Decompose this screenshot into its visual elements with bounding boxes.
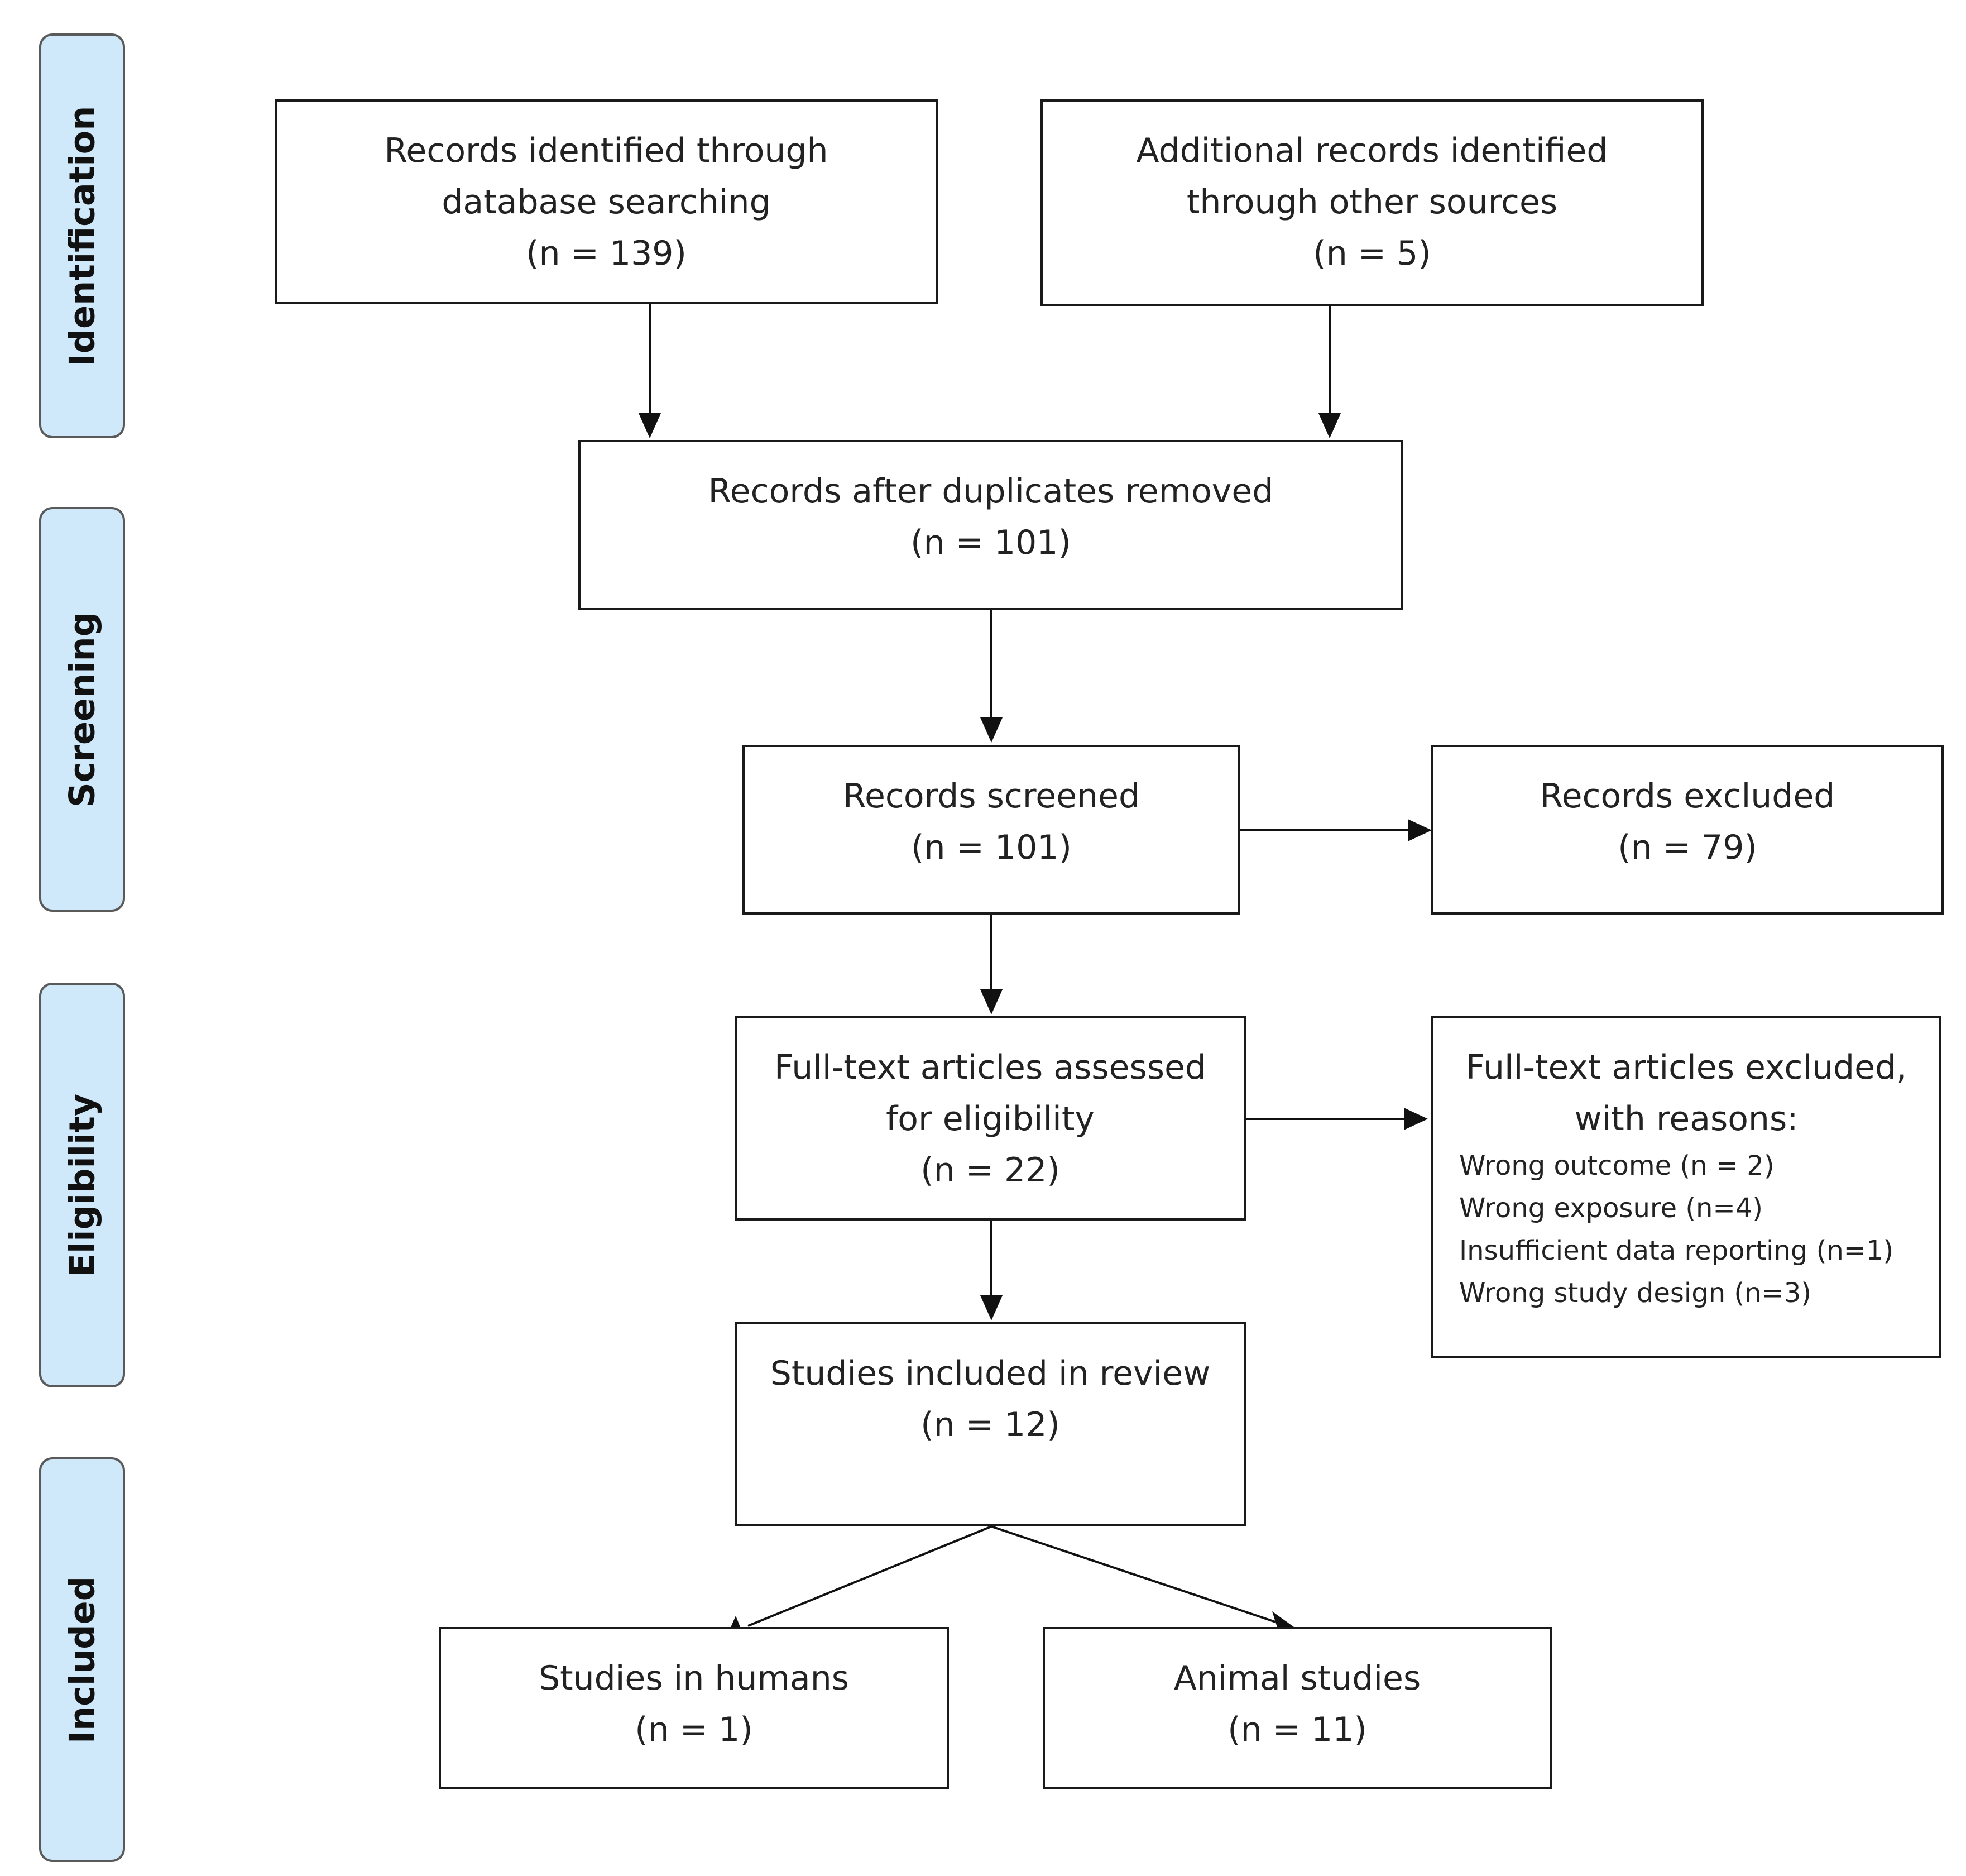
database-records-line2: database searching	[442, 183, 771, 222]
dedup-records-count: (n = 101)	[910, 523, 1071, 562]
exclusion-reason: Wrong exposure (n=4)	[1459, 1193, 1763, 1224]
excluded-records-line1: Records excluded	[1540, 777, 1835, 816]
exclusion-reason: Wrong outcome (n = 2)	[1459, 1150, 1775, 1181]
fulltext-assessed-line2: for eligibility	[886, 1099, 1095, 1138]
human-studies-line1: Studies in humans	[539, 1659, 849, 1698]
database-records-count: (n = 139)	[526, 234, 687, 273]
fulltext-excluded-box: Full-text articles excluded, with reason…	[1431, 1016, 1941, 1358]
fulltext-assessed-box: Full-text articles assessed for eligibil…	[735, 1016, 1246, 1221]
animal-studies-count: (n = 11)	[1227, 1710, 1367, 1749]
exclusion-reason: Insufficient data reporting (n=1)	[1459, 1235, 1894, 1266]
other-records-line2: through other sources	[1186, 183, 1558, 222]
studies-included-count: (n = 12)	[920, 1405, 1060, 1444]
dedup-records-box: Records after duplicates removed (n = 10…	[578, 440, 1403, 610]
screened-records-count: (n = 101)	[911, 828, 1072, 867]
studies-included-line1: Studies included in review	[770, 1354, 1211, 1393]
stage-eligibility: Eligibility	[39, 983, 125, 1387]
arrow-included-to-humans	[747, 1525, 992, 1627]
stage-screening: Screening	[39, 507, 125, 912]
animal-studies-line1: Animal studies	[1173, 1659, 1421, 1698]
fulltext-excluded-line2: with reasons:	[1574, 1099, 1799, 1138]
stage-identification-label: Identification	[61, 106, 103, 366]
excluded-records-count: (n = 79)	[1618, 828, 1757, 867]
other-records-line1: Additional records identified	[1136, 131, 1608, 170]
studies-included-box: Studies included in review (n = 12)	[735, 1322, 1246, 1526]
exclusion-reasons-list: Wrong outcome (n = 2) Wrong exposure (n=…	[1433, 1145, 1939, 1314]
excluded-records-box: Records excluded (n = 79)	[1431, 745, 1944, 915]
human-studies-count: (n = 1)	[635, 1710, 753, 1749]
other-records-count: (n = 5)	[1313, 234, 1431, 273]
stage-identification: Identification	[39, 34, 125, 438]
other-records-box: Additional records identified through ot…	[1040, 99, 1704, 306]
stage-screening-label: Screening	[61, 611, 103, 807]
screened-records-box: Records screened (n = 101)	[742, 745, 1240, 915]
screened-records-line1: Records screened	[842, 777, 1140, 816]
fulltext-excluded-line1: Full-text articles excluded,	[1465, 1048, 1907, 1087]
fulltext-assessed-count: (n = 22)	[920, 1151, 1060, 1190]
stage-eligibility-label: Eligibility	[61, 1093, 103, 1277]
stage-included: Included	[39, 1457, 125, 1862]
dedup-records-line1: Records after duplicates removed	[708, 472, 1274, 511]
database-records-box: Records identified through database sear…	[275, 99, 938, 304]
stage-included-label: Included	[61, 1576, 103, 1744]
exclusion-reason: Wrong study design (n=3)	[1459, 1277, 1812, 1309]
animal-studies-box: Animal studies (n = 11)	[1043, 1627, 1552, 1789]
fulltext-assessed-line1: Full-text articles assessed	[774, 1048, 1206, 1087]
database-records-line1: Records identified through	[384, 131, 828, 170]
human-studies-box: Studies in humans (n = 1)	[439, 1627, 949, 1789]
arrow-included-to-animals	[991, 1525, 1276, 1623]
